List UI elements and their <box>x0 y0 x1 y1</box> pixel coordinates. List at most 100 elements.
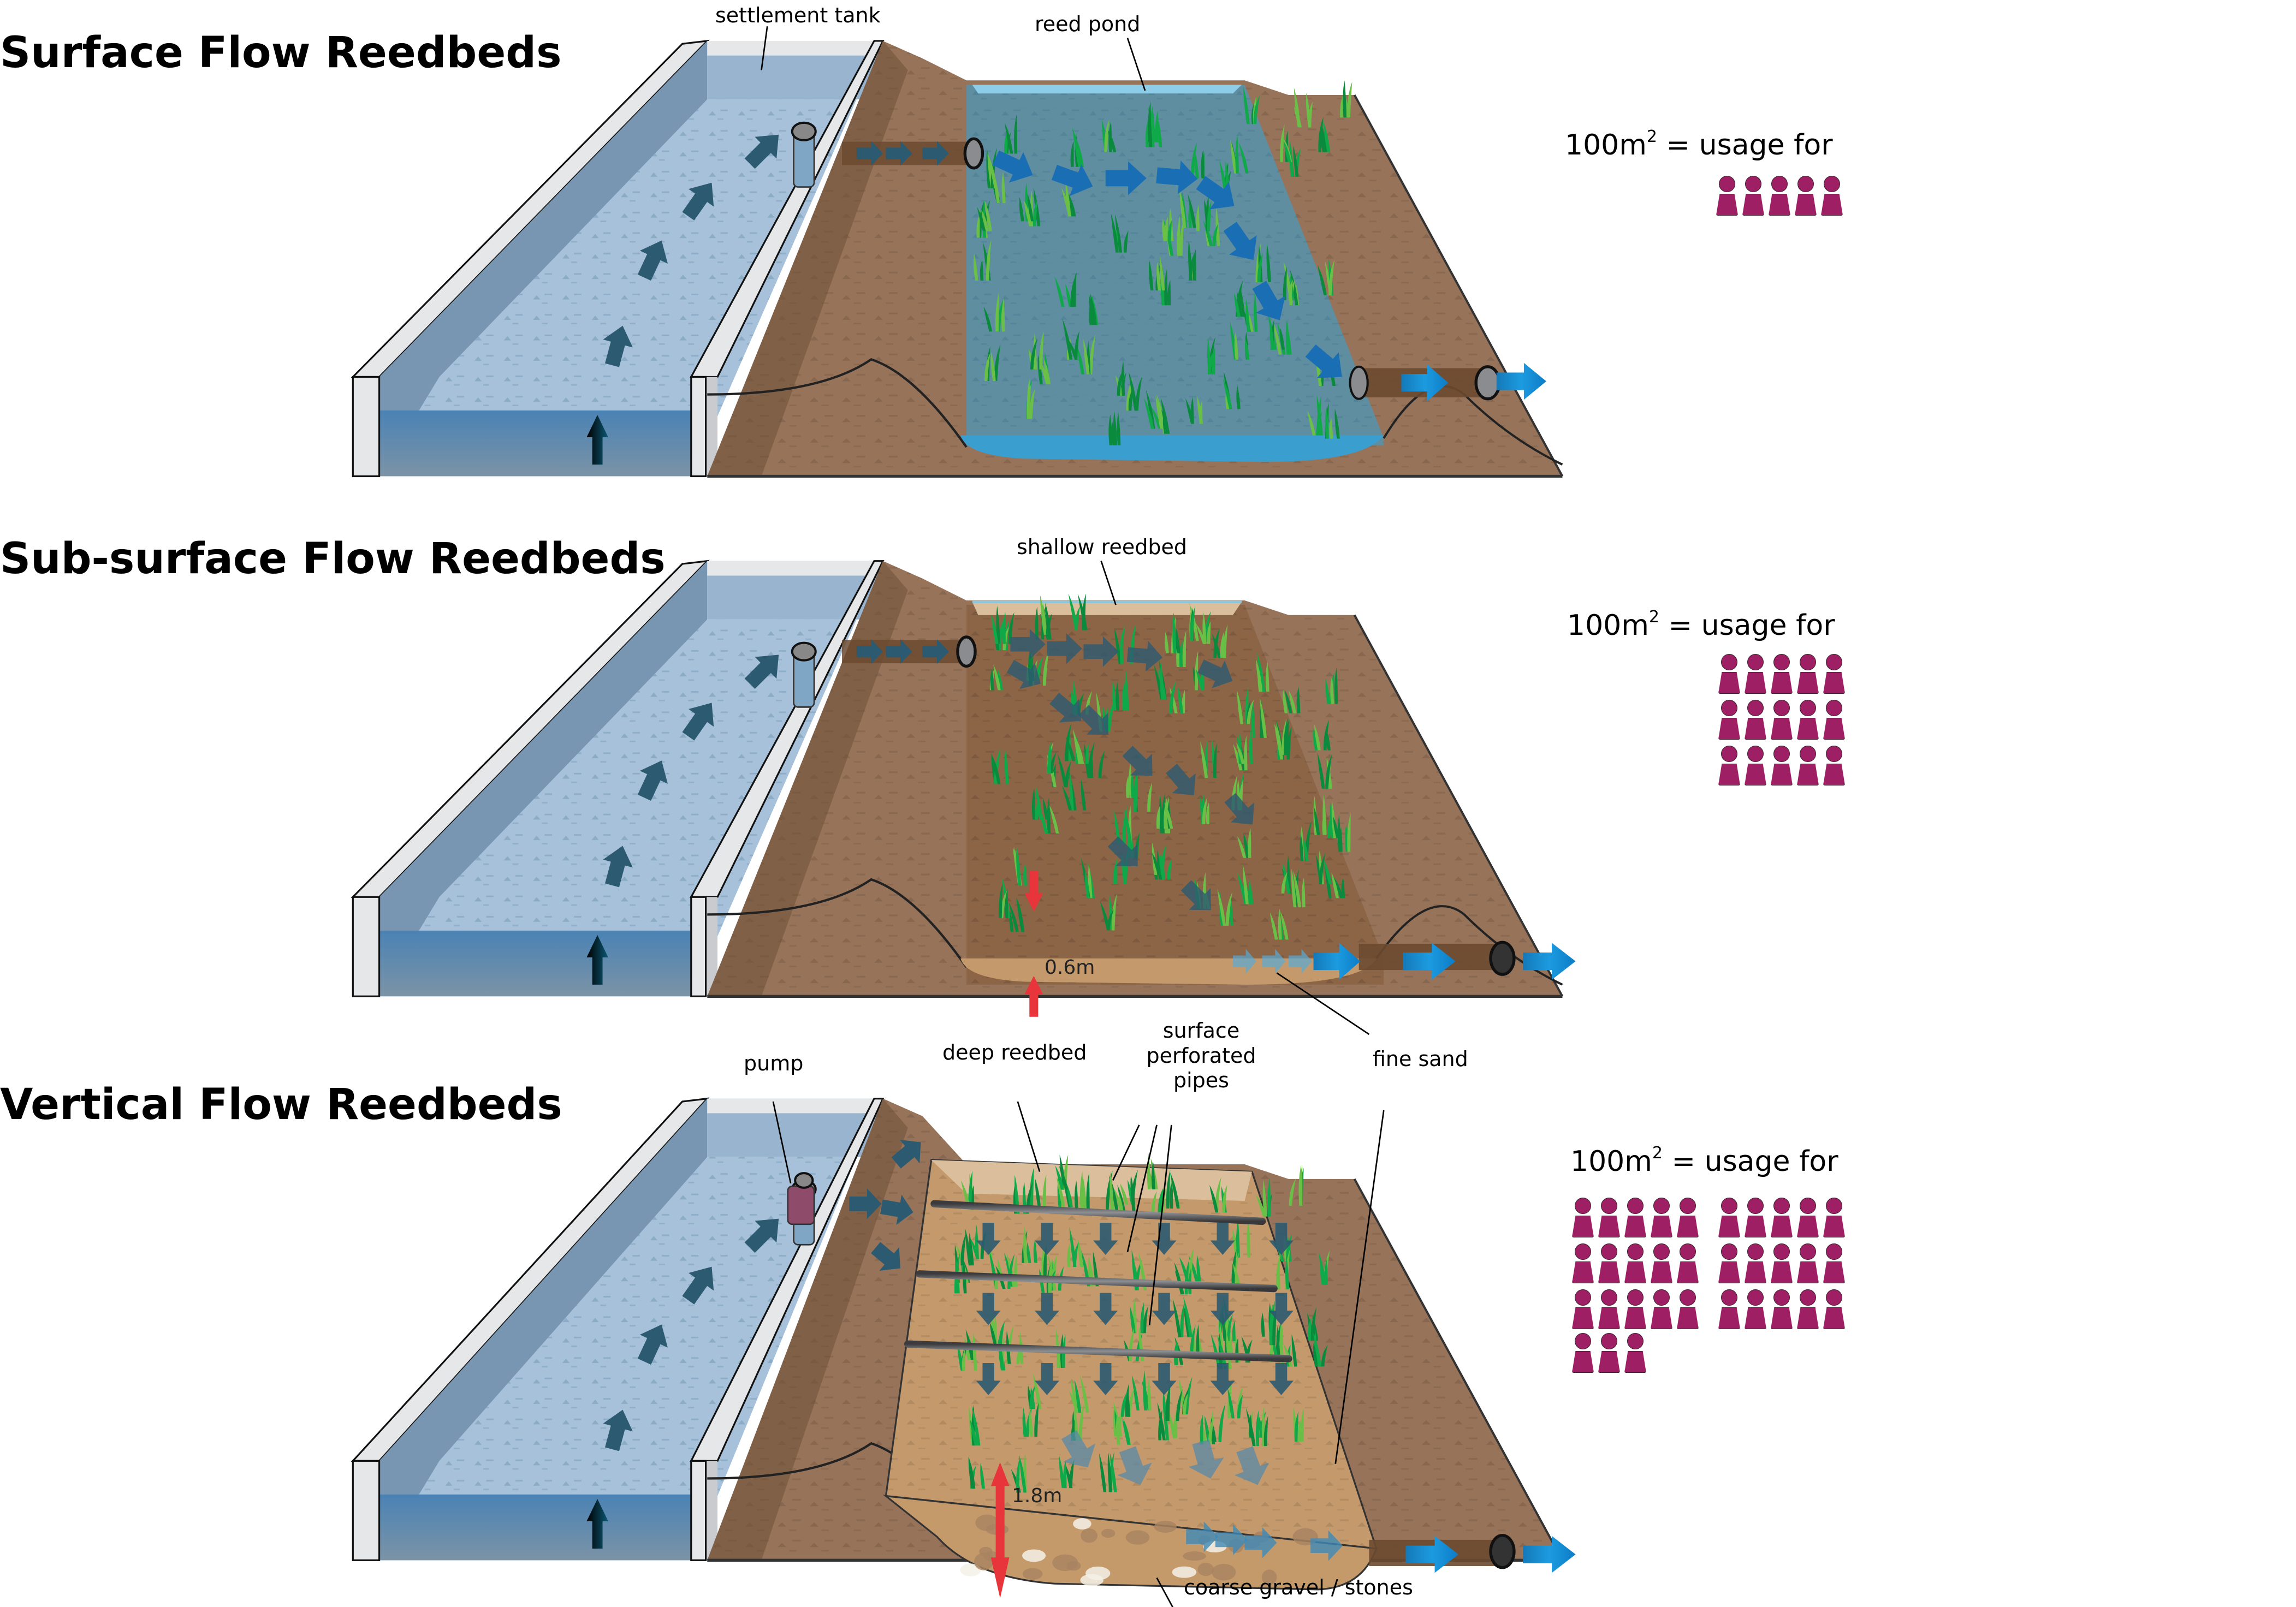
person-body <box>1823 672 1845 694</box>
reed-blade <box>1077 593 1088 630</box>
reed-blade <box>1225 892 1232 926</box>
reed-blade <box>1236 742 1245 764</box>
reed-blade <box>1260 698 1267 738</box>
flow-arrow-icon <box>1156 160 1198 194</box>
reed-blade <box>1121 361 1125 396</box>
reed-blade <box>1030 338 1038 370</box>
person-head <box>1800 1289 1816 1306</box>
reed-blade <box>1196 669 1205 691</box>
reed-blade <box>1318 116 1324 152</box>
down-arrow-icon <box>976 1223 1001 1255</box>
reed-blade <box>1027 193 1034 222</box>
reed-blade <box>1075 1379 1082 1413</box>
reed-blade <box>1019 1455 1027 1493</box>
person-icon <box>1823 1243 1846 1284</box>
reed-blade <box>1199 400 1203 424</box>
reed-blade <box>1232 1320 1236 1341</box>
reed-blade <box>1257 652 1266 692</box>
reed-blade <box>1207 338 1212 374</box>
usage-sup: 2 <box>1648 608 1659 627</box>
reed-blade <box>1002 626 1010 651</box>
person-icon <box>1823 700 1846 740</box>
flow-arrow-icon <box>1107 836 1138 867</box>
reed-blade <box>1124 809 1132 844</box>
reed-blade <box>1212 223 1219 246</box>
gravel-stone <box>1073 1518 1091 1529</box>
person-head <box>1800 1243 1816 1260</box>
person-head <box>1601 1333 1617 1349</box>
reed-blade <box>1208 1415 1215 1444</box>
reed-blade <box>1016 845 1022 886</box>
reed-blade <box>1202 612 1207 644</box>
person-head <box>1575 1333 1591 1349</box>
reed-blade <box>1200 1414 1203 1444</box>
reed-blade <box>1276 1325 1280 1362</box>
reed-blade <box>1024 200 1031 222</box>
reed-blade <box>1226 1314 1233 1341</box>
reed-blade <box>1126 776 1130 798</box>
reed-blade <box>1234 293 1241 317</box>
reed-blade <box>1065 760 1072 788</box>
usage-prefix: 100m <box>1570 1145 1652 1178</box>
reed-blade <box>1047 741 1051 773</box>
reed-blade <box>1325 406 1329 439</box>
reed-blade <box>1023 863 1027 886</box>
person-body <box>1745 764 1766 785</box>
flow-arrow-icon <box>871 1242 900 1271</box>
reed-blade <box>1217 1336 1227 1370</box>
person-head <box>1747 746 1764 762</box>
flow-arrow-icon <box>1401 364 1449 401</box>
reed-blade <box>1057 754 1067 788</box>
reed-blade <box>1151 407 1161 429</box>
reed-blade <box>1325 678 1331 704</box>
reed-blade <box>1008 902 1019 932</box>
reed-blade <box>1062 318 1072 360</box>
reed-blade <box>1266 243 1271 282</box>
reed-blade <box>1277 1262 1280 1290</box>
flow-arrow-icon <box>1224 793 1255 825</box>
reed-blade <box>1213 628 1220 658</box>
reed-blade <box>1046 613 1053 635</box>
person-head <box>1627 1333 1644 1349</box>
reed-blade <box>960 1233 966 1266</box>
reed-blade <box>1319 1253 1326 1285</box>
tank-water-texture <box>379 1157 857 1561</box>
tank-post-right <box>690 1460 707 1561</box>
up-arrow-icon <box>586 1498 608 1549</box>
flow-arrow-icon <box>1496 362 1546 400</box>
reed-blade <box>1091 294 1099 325</box>
person-icon <box>1796 746 1819 786</box>
person-head <box>1653 1289 1670 1306</box>
tank-outlet-ring <box>791 121 817 141</box>
reed-blade <box>1043 650 1049 686</box>
flow-arrow-icon <box>637 1324 668 1365</box>
person-head <box>1747 1289 1764 1306</box>
reed-blade <box>1083 338 1090 375</box>
down-arrow-icon <box>1152 1293 1177 1325</box>
down-arrow-icon <box>976 1363 1001 1395</box>
reed-blade <box>1230 139 1237 174</box>
reed-blade <box>1113 411 1118 445</box>
person-head <box>1797 176 1814 192</box>
usage-suffix: = usage for <box>1657 129 1833 162</box>
liner-curve-left <box>707 878 968 968</box>
callout-fine-sand: fine sand <box>1373 1047 1468 1071</box>
reed-blade <box>1117 412 1121 445</box>
reed-blade <box>1330 676 1334 704</box>
tank-post-left <box>352 1460 381 1561</box>
reed-blade <box>1290 269 1298 306</box>
reed-blade <box>1293 871 1302 908</box>
reed-blade <box>1152 852 1161 875</box>
reed-blade <box>1237 836 1247 858</box>
reed-blade <box>1128 371 1138 411</box>
perforated-pipe <box>904 1340 1292 1362</box>
reed-blade <box>1151 1161 1155 1189</box>
reed-blade <box>1093 1251 1099 1287</box>
person-head <box>1627 1243 1644 1260</box>
person-head <box>1826 654 1842 670</box>
reed-blade <box>1244 735 1248 771</box>
reed-blade <box>1146 390 1155 429</box>
person-icon <box>1676 1243 1699 1284</box>
reed-blade <box>1089 334 1096 375</box>
reed-blade <box>1167 220 1172 241</box>
